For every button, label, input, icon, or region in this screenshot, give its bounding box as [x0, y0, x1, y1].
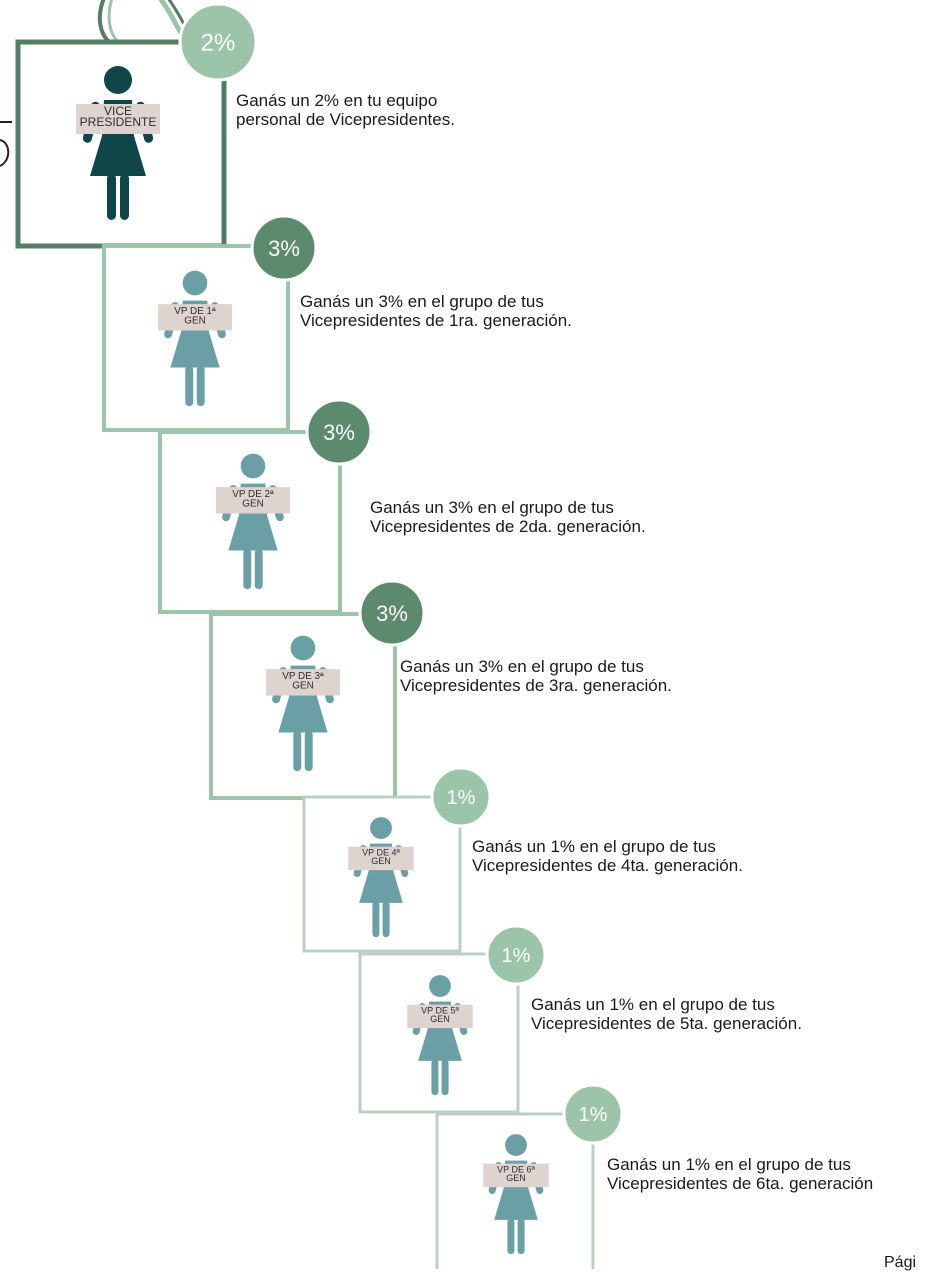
badge-box — [407, 1004, 473, 1029]
percent-circle — [178, 2, 258, 82]
description-line: Vicepresidentes de 6ta. generación — [607, 1174, 874, 1193]
percent-circle — [305, 398, 373, 466]
description-line: Vicepresidentes de 4ta. generación. — [472, 856, 743, 875]
description-line: Ganás un 3% en el grupo de tus — [400, 657, 644, 676]
badge-label-line: VP DE 3ª — [282, 671, 324, 682]
description-line: Ganás un 2% en tu equipo — [236, 91, 438, 110]
percent-circle — [250, 214, 318, 282]
percent-label: 3% — [323, 420, 355, 445]
badge-label-line: VICE — [104, 104, 132, 118]
percent-label: 3% — [376, 601, 408, 626]
badge-label-line: GEN — [430, 1014, 450, 1024]
description-line: Ganás un 3% en el grupo de tus — [300, 292, 544, 311]
badge-label-line: GEN — [242, 498, 263, 509]
badge-label-line: GEN — [292, 680, 313, 691]
description-line: Vicepresidentes de 2da. generación. — [370, 517, 646, 536]
badge-box — [216, 487, 290, 514]
badge-label-line: GEN — [506, 1173, 526, 1183]
badge-box — [158, 304, 232, 331]
badge-label-line: VP DE 1ª — [174, 306, 216, 317]
percent-circle — [358, 579, 426, 647]
badge-label-line: VP DE 5ª — [421, 1005, 459, 1015]
percent-label: 1% — [579, 1104, 608, 1126]
left-edge-fragment — [0, 121, 12, 167]
description-line: Ganás un 1% en el grupo de tus — [531, 995, 775, 1014]
description-line: personal de Vicepresidentes. — [236, 110, 455, 129]
percent-label: 1% — [502, 945, 531, 967]
description-line: Ganás un 3% en el grupo de tus — [370, 498, 614, 517]
badge-box — [348, 846, 414, 871]
ribbon-decoration — [97, 0, 190, 46]
percent-circle — [430, 766, 492, 828]
percent-label: 3% — [268, 236, 300, 261]
page-label: Pági — [884, 1254, 917, 1271]
percent-circle — [485, 924, 547, 986]
description-line: Ganás un 1% en el grupo de tus — [472, 837, 716, 856]
description-line: Vicepresidentes de 5ta. generación. — [531, 1014, 802, 1033]
description-line: Vicepresidentes de 1ra. generación. — [300, 311, 572, 330]
description-line: Vicepresidentes de 3ra. generación. — [400, 676, 672, 695]
description-line: Ganás un 1% en el grupo de tus — [607, 1155, 851, 1174]
percent-circle — [562, 1083, 624, 1145]
badge-label-line: VP DE 6ª — [497, 1164, 535, 1174]
badge-label-line: GEN — [371, 856, 391, 866]
percent-label: 1% — [447, 787, 476, 809]
percent-label: 2% — [201, 30, 236, 57]
badge-label-line: VP DE 2ª — [232, 489, 274, 500]
badge-box — [266, 669, 340, 696]
badge-box — [483, 1163, 549, 1188]
badge-box — [76, 104, 160, 134]
badge-label-line: PRESIDENTE — [80, 115, 157, 129]
badge-label-line: VP DE 4ª — [362, 847, 400, 857]
badge-label-line: GEN — [184, 315, 205, 326]
